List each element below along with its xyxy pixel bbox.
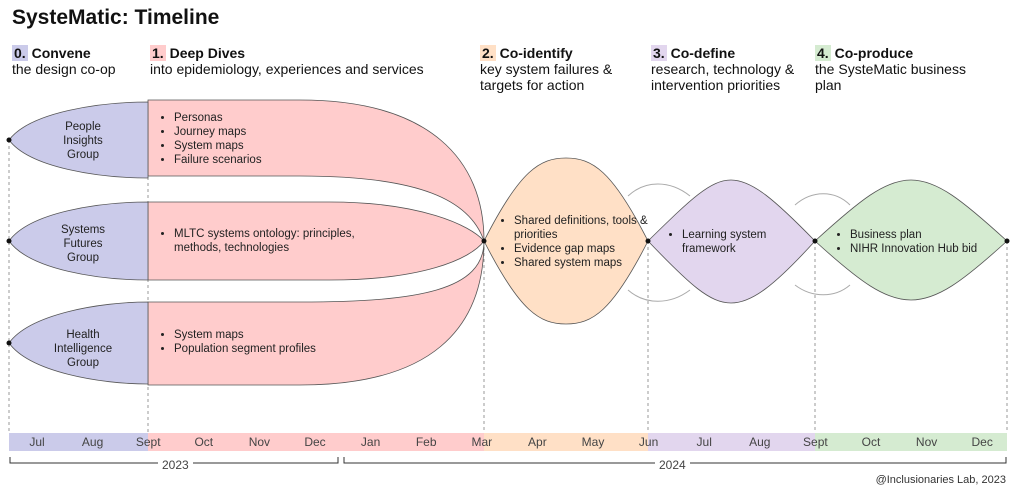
phase-number: 3.	[651, 45, 667, 61]
month-label: Oct	[194, 435, 214, 449]
month-label: Jan	[360, 435, 381, 449]
phase-name: Co-define	[670, 45, 736, 61]
list-item: Personas	[174, 111, 262, 125]
phase-name: Convene	[31, 45, 91, 61]
list-item: Business plan	[850, 228, 1020, 242]
list-item: Shared definitions, tools & priorities	[514, 214, 664, 242]
phase-number: 4.	[815, 45, 831, 61]
month-label: Nov	[915, 435, 938, 449]
month-label: Aug	[749, 435, 771, 449]
group-shape-3	[8, 301, 149, 385]
month-label: Apr	[528, 435, 547, 449]
phase-number: 2.	[480, 45, 496, 61]
group-label: People Insights Group	[63, 121, 103, 161]
group-3-outputs: System mapsPopulation segment profiles	[152, 328, 316, 356]
list-item: Shared system maps	[514, 256, 664, 270]
list-item: System maps	[174, 139, 262, 153]
group-shape-2	[8, 201, 149, 281]
month-label: Oct	[861, 435, 881, 449]
phase-description: the SysteMatic business plan	[815, 61, 966, 93]
month-label: Sept	[135, 435, 161, 449]
credit: @Inclusionaries Lab, 2023	[875, 474, 1006, 486]
coproduce-outputs: Business planNIHR Innovation Hub bid	[828, 228, 1020, 256]
group-shape-1	[8, 101, 149, 179]
list-item: Population segment profiles	[174, 342, 316, 356]
cycle-arrows	[627, 183, 851, 302]
list-item: System maps	[174, 328, 316, 342]
phase-description: research, technology & intervention prio…	[651, 61, 795, 93]
coidentify-outputs: Shared definitions, tools & prioritiesEv…	[492, 214, 664, 270]
timeline-segment-co-identify	[484, 433, 648, 451]
list-item: Journey maps	[174, 125, 262, 139]
month-label: Sept	[803, 435, 828, 449]
month-label: Dec	[304, 435, 326, 449]
phase-number: 1.	[150, 45, 166, 61]
phase-number: 0.	[12, 45, 28, 61]
month-label: Mar	[471, 435, 493, 449]
phase-description: key system failures & targets for action	[480, 61, 613, 93]
group-2-outputs: MLTC systems ontology: principles, metho…	[152, 227, 404, 255]
month-label: Jun	[638, 435, 659, 449]
phase-description: the design co-op	[12, 61, 116, 77]
phase-name: Co-produce	[834, 45, 914, 61]
list-item: Learning system framework	[682, 228, 802, 256]
month-label: Jul	[29, 435, 45, 449]
timeline-segment-deep-dives	[148, 433, 484, 451]
month-label: Feb	[415, 435, 437, 449]
junction-dots	[6, 137, 1010, 346]
group-label: Systems Futures Group	[60, 224, 106, 264]
month-label: Dec	[971, 435, 993, 449]
group-1-outputs: PersonasJourney mapsSystem mapsFailure s…	[152, 111, 262, 167]
year-label: 2023	[158, 458, 193, 472]
timeline-segment-convene	[9, 433, 148, 451]
month-label: Nov	[248, 435, 271, 449]
list-item: Evidence gap maps	[514, 242, 664, 256]
page-title: SysteMatic: Timeline	[12, 6, 220, 29]
deep-dive-shape-3	[147, 240, 485, 386]
timeline-segment-co-define	[648, 433, 815, 451]
list-item: MLTC systems ontology: principles, metho…	[174, 227, 404, 255]
month-label: Aug	[81, 435, 104, 449]
month-label: May	[581, 435, 605, 449]
list-item: Failure scenarios	[174, 153, 262, 167]
year-label: 2024	[655, 458, 690, 472]
phase-name: Co-identify	[499, 45, 573, 61]
codefine-outputs: Learning system framework	[660, 228, 802, 256]
phase-description: into epidemiology, experiences and servi…	[150, 61, 424, 77]
list-item: NIHR Innovation Hub bid	[850, 242, 1020, 256]
timeline-segment-co-produce	[815, 433, 1007, 451]
group-label: Health Intelligence Group	[53, 329, 113, 369]
month-label: Jul	[696, 435, 712, 449]
phase-name: Deep Dives	[169, 45, 246, 61]
